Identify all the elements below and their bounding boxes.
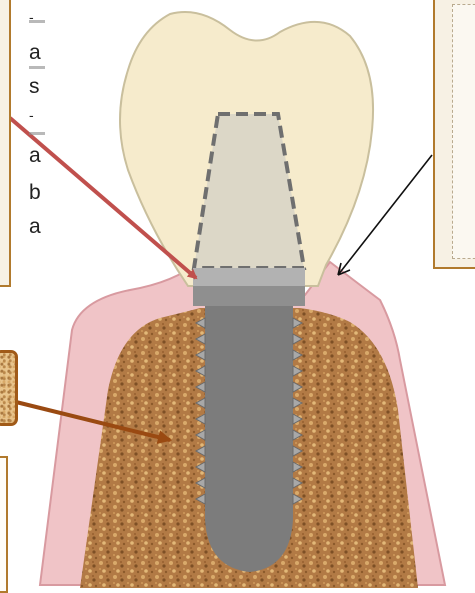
right-text-line-4: b [29,182,41,203]
label-box-bone-swatch [0,350,18,426]
label-box-top-right [433,0,475,269]
label-box-inner-panel [452,4,475,259]
right-text-line-1: a [29,42,41,63]
right-text-line-2: s [29,76,40,97]
implant-screw-body [205,306,293,572]
label-box-bottom-left [0,456,8,593]
right-dash-2: - [29,108,34,122]
tiny-caption-line [29,132,45,135]
tiny-caption-line [29,66,45,69]
right-text-line-3: a [29,145,41,166]
label-box-top-left [0,0,11,287]
implant-neck [193,286,305,306]
right-dash-1: - [29,10,34,24]
right-text-line-5: a [29,216,41,237]
implant-collar [193,268,305,286]
